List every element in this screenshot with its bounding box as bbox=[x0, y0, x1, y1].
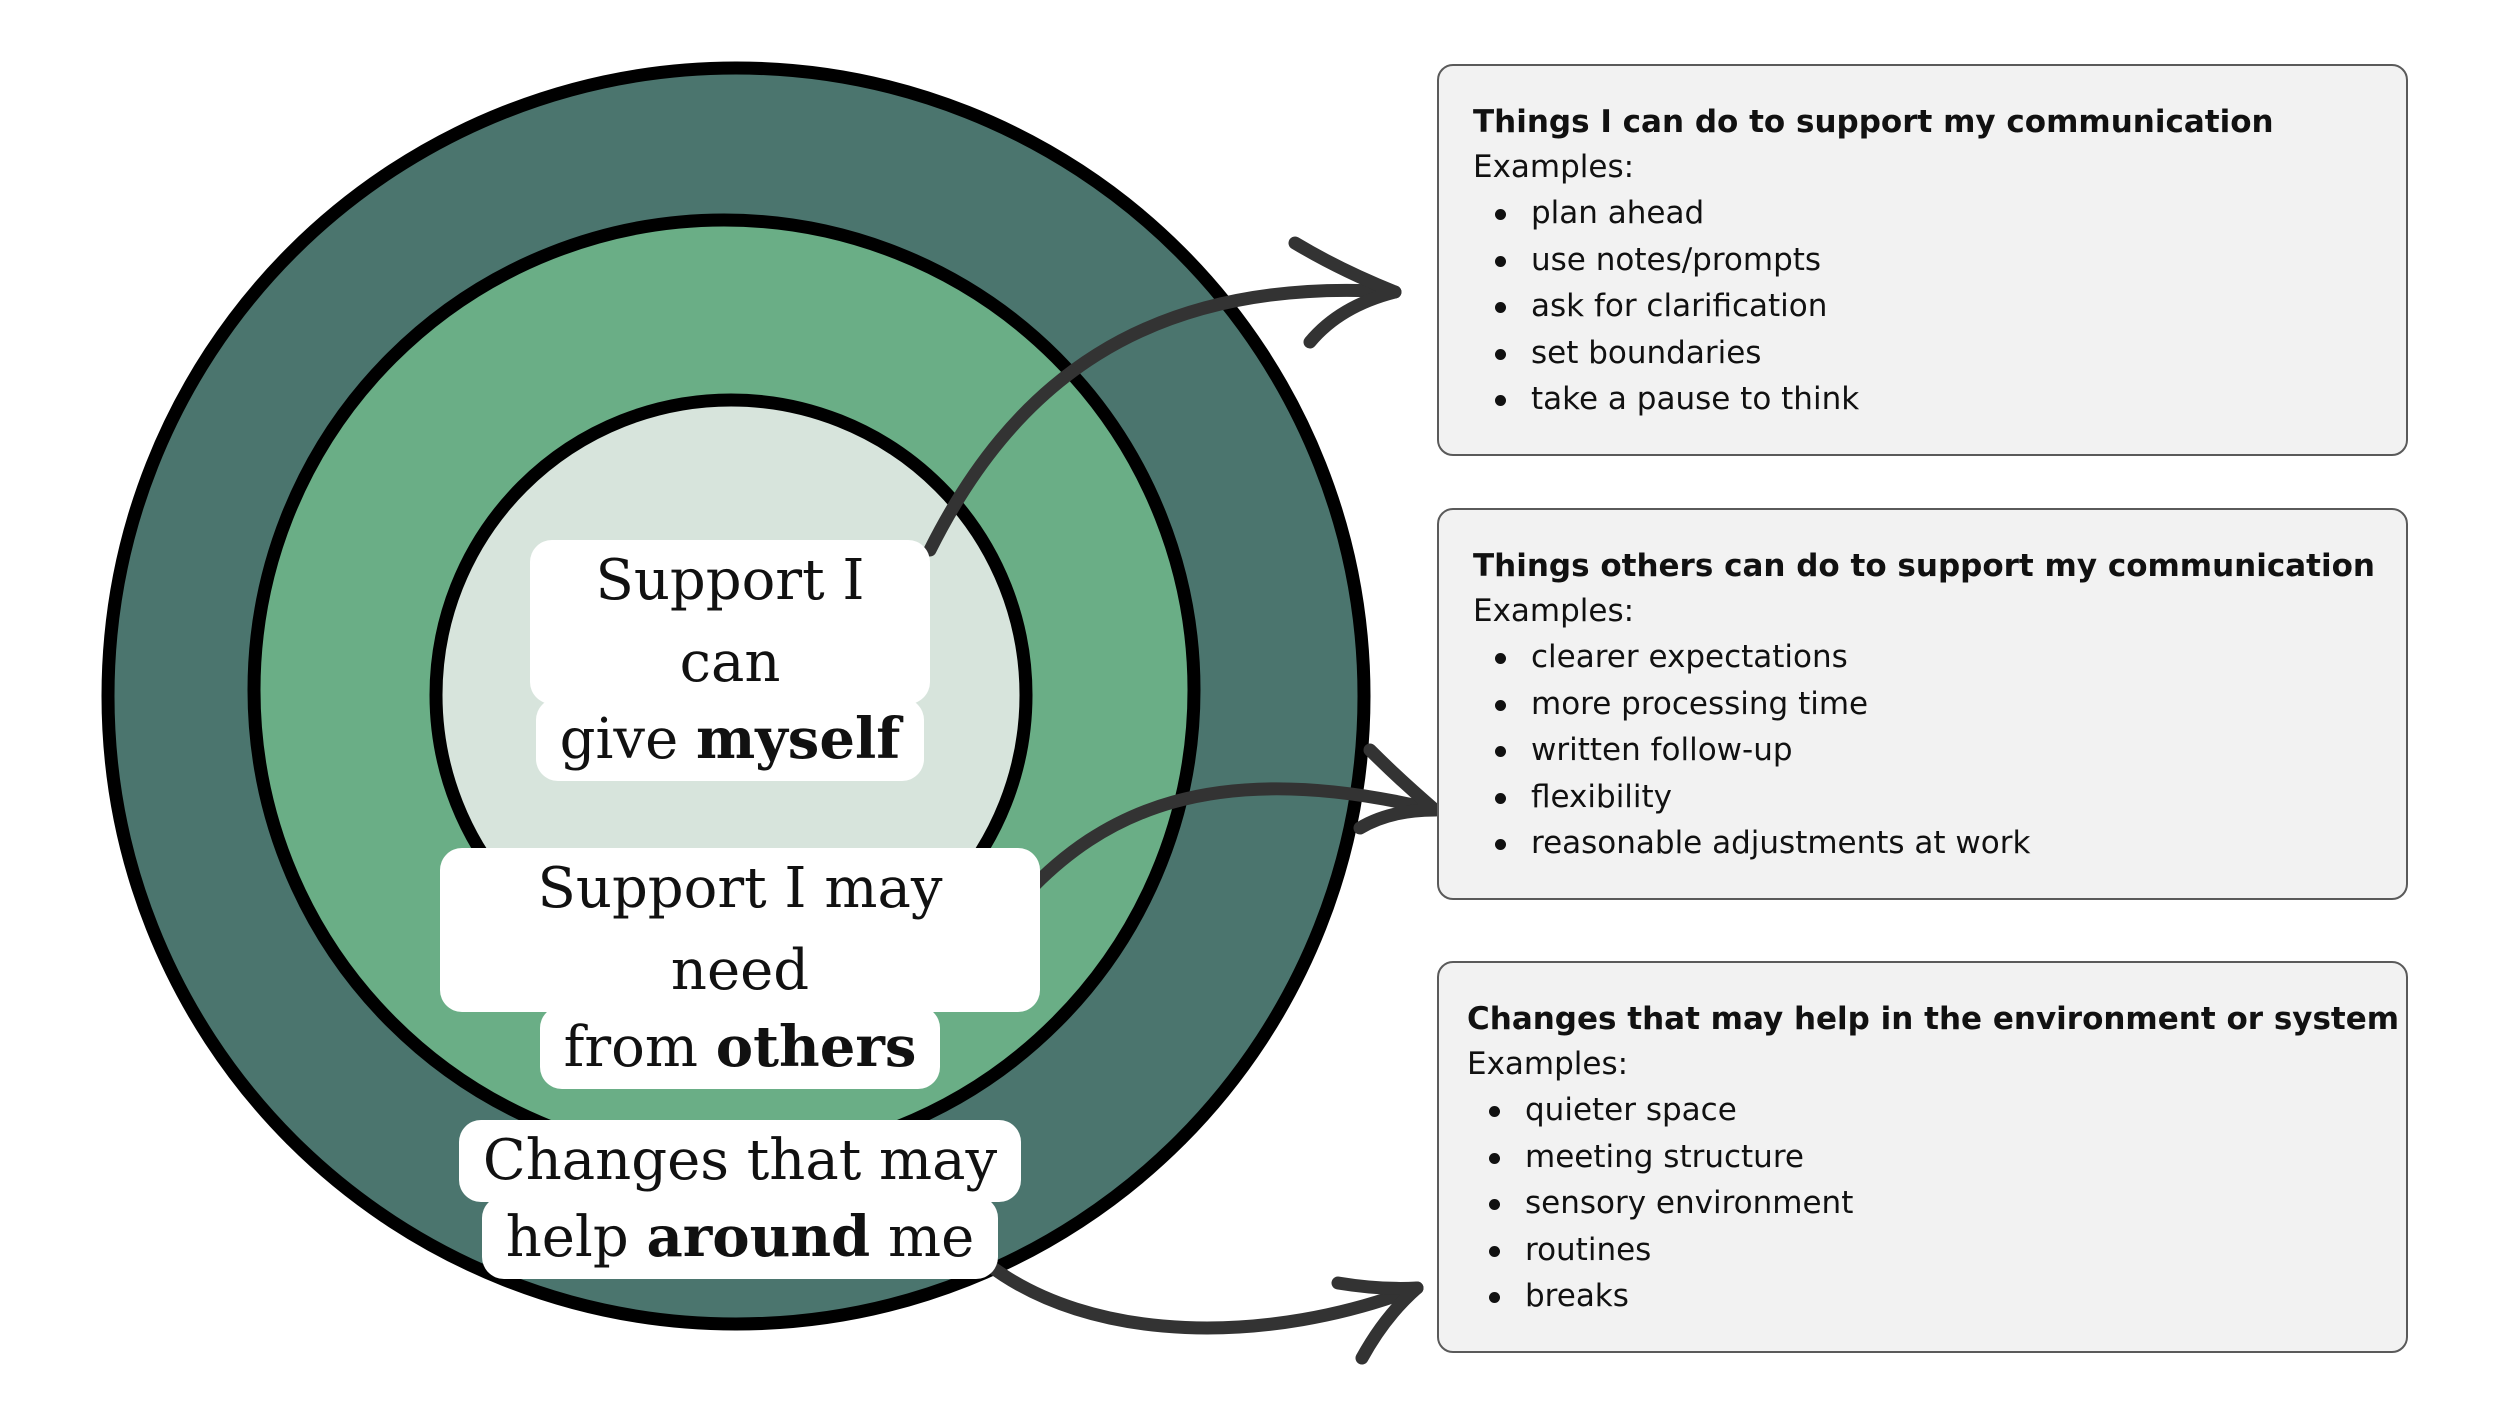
list-item: written follow-up bbox=[1473, 727, 2386, 774]
list-item: sensory environment bbox=[1467, 1180, 2386, 1227]
list-item: flexibility bbox=[1473, 774, 2386, 821]
inner-ring-label-line-2: give myself bbox=[535, 698, 925, 781]
inner-ring-label-emphasis: myself bbox=[696, 706, 901, 772]
card-environment-changes-subtitle: Examples: bbox=[1467, 1046, 1629, 1082]
list-item: use notes/prompts bbox=[1473, 237, 2386, 284]
card-self-support-title: Things I can do to support my communicat… bbox=[1473, 104, 2274, 140]
arrow-to-card-3 bbox=[978, 1255, 1424, 1335]
list-item: quieter space bbox=[1467, 1087, 2386, 1134]
list-item: ask for clarification bbox=[1473, 283, 2386, 330]
arrowhead-card-1 bbox=[1288, 236, 1402, 349]
card-environment-changes-list: quieter space meeting structure sensory … bbox=[1467, 1087, 2386, 1320]
outer-ring-label: Changes that may help around me bbox=[450, 1120, 1030, 1279]
list-item: meeting structure bbox=[1467, 1134, 2386, 1181]
list-item: take a pause to think bbox=[1473, 376, 2386, 423]
outer-ring-label-line-1: Changes that may bbox=[458, 1120, 1022, 1202]
card-others-support-subtitle: Examples: bbox=[1473, 593, 1635, 629]
list-item: breaks bbox=[1467, 1273, 2386, 1320]
arrow-to-card-2 bbox=[1018, 782, 1442, 902]
arrowhead-card-3 bbox=[1331, 1276, 1424, 1365]
list-item: routines bbox=[1467, 1227, 2386, 1274]
outer-ring-label-emphasis: around bbox=[646, 1204, 871, 1270]
card-others-support-list: clearer expectations more processing tim… bbox=[1473, 634, 2386, 867]
arrow-to-card-1 bbox=[923, 283, 1402, 557]
inner-ring-label-line-1: Support I can bbox=[530, 540, 930, 704]
card-self-support: Things I can do to support my communicat… bbox=[1437, 64, 2408, 456]
list-item: set boundaries bbox=[1473, 330, 2386, 377]
card-environment-changes-title: Changes that may help in the environment… bbox=[1467, 1001, 2400, 1037]
list-item: clearer expectations bbox=[1473, 634, 2386, 681]
card-self-support-subtitle: Examples: bbox=[1473, 149, 1635, 185]
arrowhead-card-2 bbox=[1353, 743, 1442, 835]
list-item: reasonable adjustments at work bbox=[1473, 820, 2386, 867]
card-self-support-list: plan ahead use notes/prompts ask for cla… bbox=[1473, 190, 2386, 423]
list-item: more processing time bbox=[1473, 681, 2386, 728]
middle-ring-label-line-1: Support I may need bbox=[440, 848, 1040, 1012]
card-others-support-title: Things others can do to support my commu… bbox=[1473, 548, 2375, 584]
card-others-support: Things others can do to support my commu… bbox=[1437, 508, 2408, 900]
middle-ring-label-line-2: from others bbox=[539, 1006, 941, 1089]
middle-ring-label: Support I may need from others bbox=[440, 848, 1040, 1089]
list-item: plan ahead bbox=[1473, 190, 2386, 237]
outer-ring-label-line-2: help around me bbox=[481, 1196, 999, 1279]
card-environment-changes: Changes that may help in the environment… bbox=[1437, 961, 2408, 1353]
middle-ring-label-emphasis: others bbox=[715, 1014, 917, 1080]
inner-ring-label: Support I can give myself bbox=[530, 540, 930, 781]
